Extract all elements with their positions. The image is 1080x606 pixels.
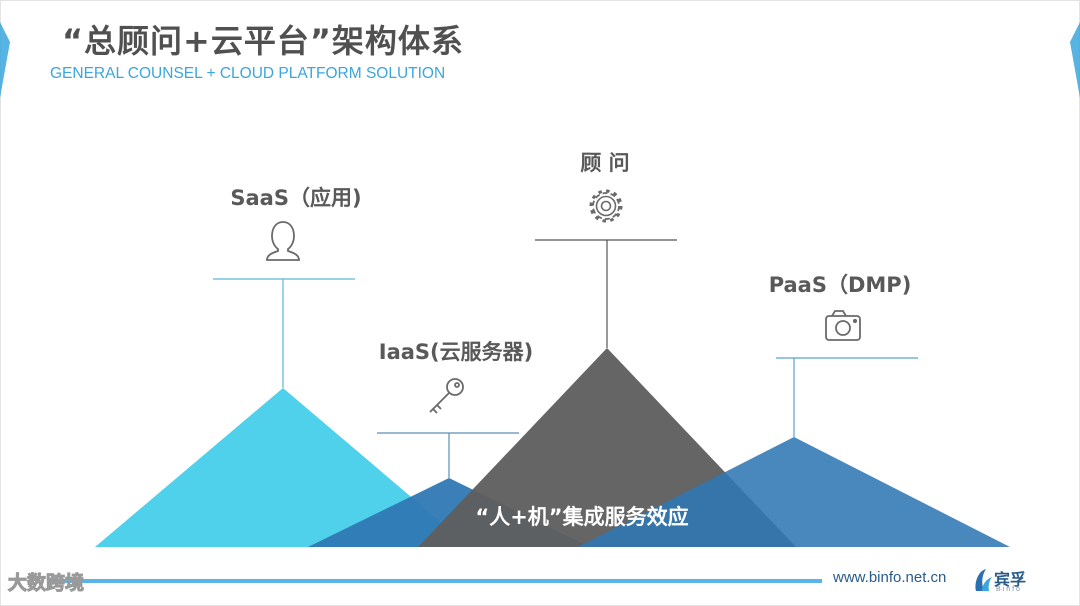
iaas-connector bbox=[377, 432, 519, 478]
brand-subtitle: Binfo bbox=[996, 586, 1022, 593]
saas-mountain bbox=[95, 388, 470, 547]
watermark: 大数跨境 bbox=[7, 572, 85, 595]
right-side-marker bbox=[1070, 22, 1080, 98]
page-title: “总顾问+云平台”架构体系 bbox=[62, 22, 464, 60]
gear-icon bbox=[589, 189, 623, 223]
left-side-marker bbox=[0, 22, 10, 98]
user-icon bbox=[266, 221, 300, 261]
paas-label: PaaS（DMP) bbox=[769, 273, 912, 297]
consultant-label: 顾 问 bbox=[580, 151, 629, 175]
integration-effect-label: “人+机”集成服务效应 bbox=[475, 505, 688, 529]
saas-connector bbox=[213, 278, 355, 388]
brand-logo-icon bbox=[975, 569, 992, 591]
website-link[interactable]: www.binfo.net.cn bbox=[833, 569, 947, 586]
iaas-label: IaaS(云服务器) bbox=[379, 340, 533, 364]
page-subtitle: GENERAL COUNSEL + CLOUD PLATFORM SOLUTIO… bbox=[50, 65, 446, 82]
consultant-connector bbox=[535, 239, 677, 348]
brand-name: 宾孚 bbox=[994, 570, 1027, 589]
saas-label: SaaS（应用) bbox=[230, 186, 361, 210]
paas-connector bbox=[776, 357, 918, 437]
camera-icon bbox=[825, 310, 861, 341]
key-icon bbox=[429, 378, 464, 414]
paas-mountain bbox=[578, 437, 1010, 547]
